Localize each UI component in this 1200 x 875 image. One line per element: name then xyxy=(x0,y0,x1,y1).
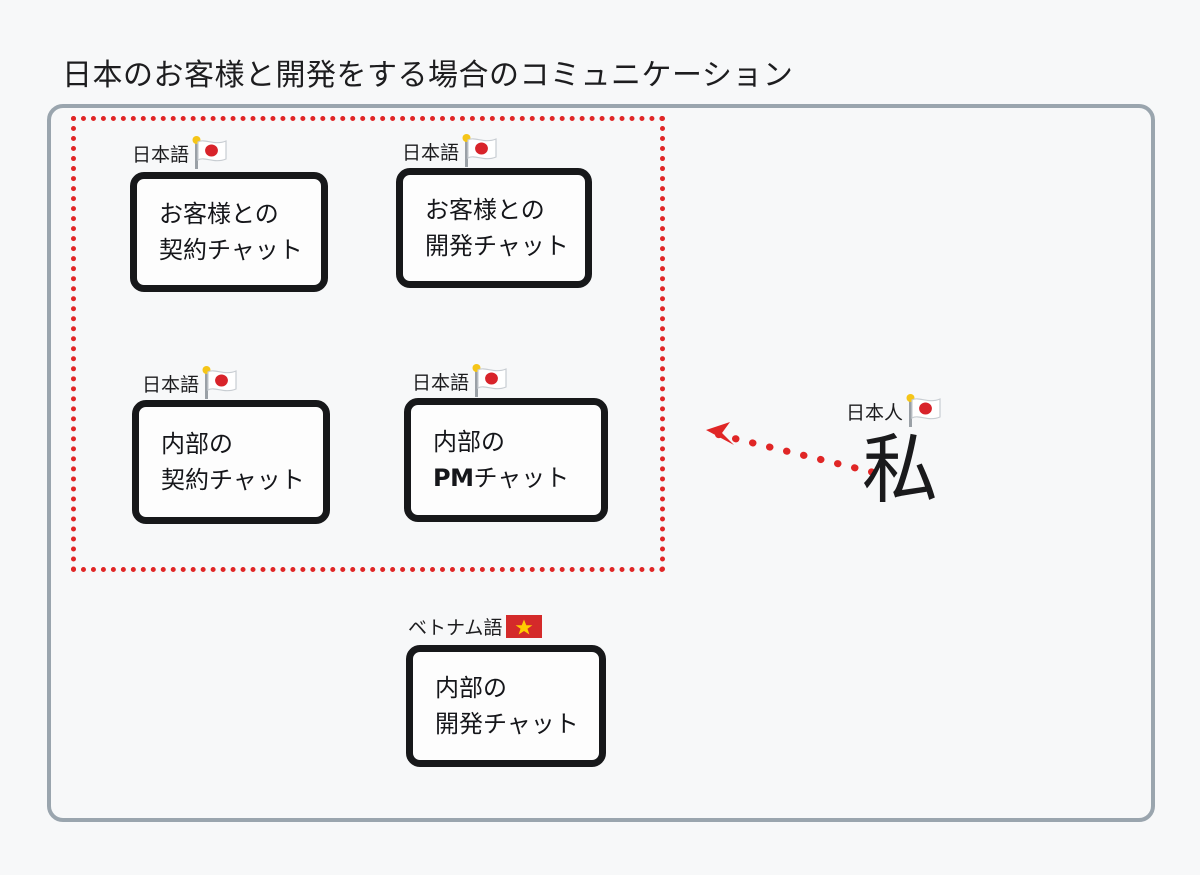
flag-japan-icon xyxy=(461,134,499,168)
language-label-text: 日本語 xyxy=(412,371,470,394)
dotted-arrow-icon xyxy=(704,422,876,476)
language-label-customer-dev-chat: 日本語 xyxy=(402,134,499,168)
flag-vietnam-icon xyxy=(504,611,544,641)
chat-box-line: 内部の xyxy=(435,674,507,702)
flag-japan-icon xyxy=(191,136,229,170)
chat-box-internal-pm-chat[interactable]: 内部の PMチャット xyxy=(404,398,608,522)
person-label-text: 日本人 xyxy=(846,401,904,424)
chat-box-internal-dev-chat[interactable]: 内部の開発チャット xyxy=(406,645,606,767)
page-title: 日本のお客様と開発をする場合のコミュニケーション xyxy=(62,58,794,93)
chat-box-customer-dev-chat[interactable]: お客様との開発チャット xyxy=(396,168,592,288)
chat-box-line: お客様との xyxy=(159,200,279,228)
chat-box-line: PMチャット xyxy=(433,464,570,492)
language-label-internal-contract-chat: 日本語 xyxy=(142,366,239,400)
chat-box-line: 契約チャット xyxy=(161,466,305,494)
outer-container-frame xyxy=(47,104,1155,822)
flag-japan-icon xyxy=(471,364,509,398)
person-glyph: 私 xyxy=(862,425,938,514)
chat-box-line: お客様との xyxy=(425,196,545,224)
chat-box-customer-contract-chat[interactable]: お客様との契約チャット xyxy=(130,172,328,292)
chat-box-line: 内部の xyxy=(161,430,233,458)
flag-japan-icon xyxy=(201,366,239,400)
person-label: 日本人 xyxy=(846,394,943,428)
person-group: 日本人 私 xyxy=(846,394,943,508)
language-label-text: 日本語 xyxy=(402,141,460,164)
chat-box-line: 内部の xyxy=(433,428,505,456)
chat-box-line: 契約チャット xyxy=(159,236,303,264)
language-label-internal-pm-chat: 日本語 xyxy=(412,364,509,398)
flag-japan-icon xyxy=(905,394,943,428)
language-label-text: 日本語 xyxy=(132,143,190,166)
language-label-customer-contract-chat: 日本語 xyxy=(132,136,229,170)
japanese-language-group-boundary xyxy=(71,116,665,572)
chat-box-line: 開発チャット xyxy=(435,710,579,738)
chat-box-line: 開発チャット xyxy=(425,232,569,260)
language-label-text: 日本語 xyxy=(142,373,200,396)
chat-box-internal-contract-chat[interactable]: 内部の契約チャット xyxy=(132,400,330,524)
language-label-text: ベトナム語 xyxy=(408,616,503,639)
language-label-internal-dev-chat: ベトナム語 xyxy=(408,611,544,641)
